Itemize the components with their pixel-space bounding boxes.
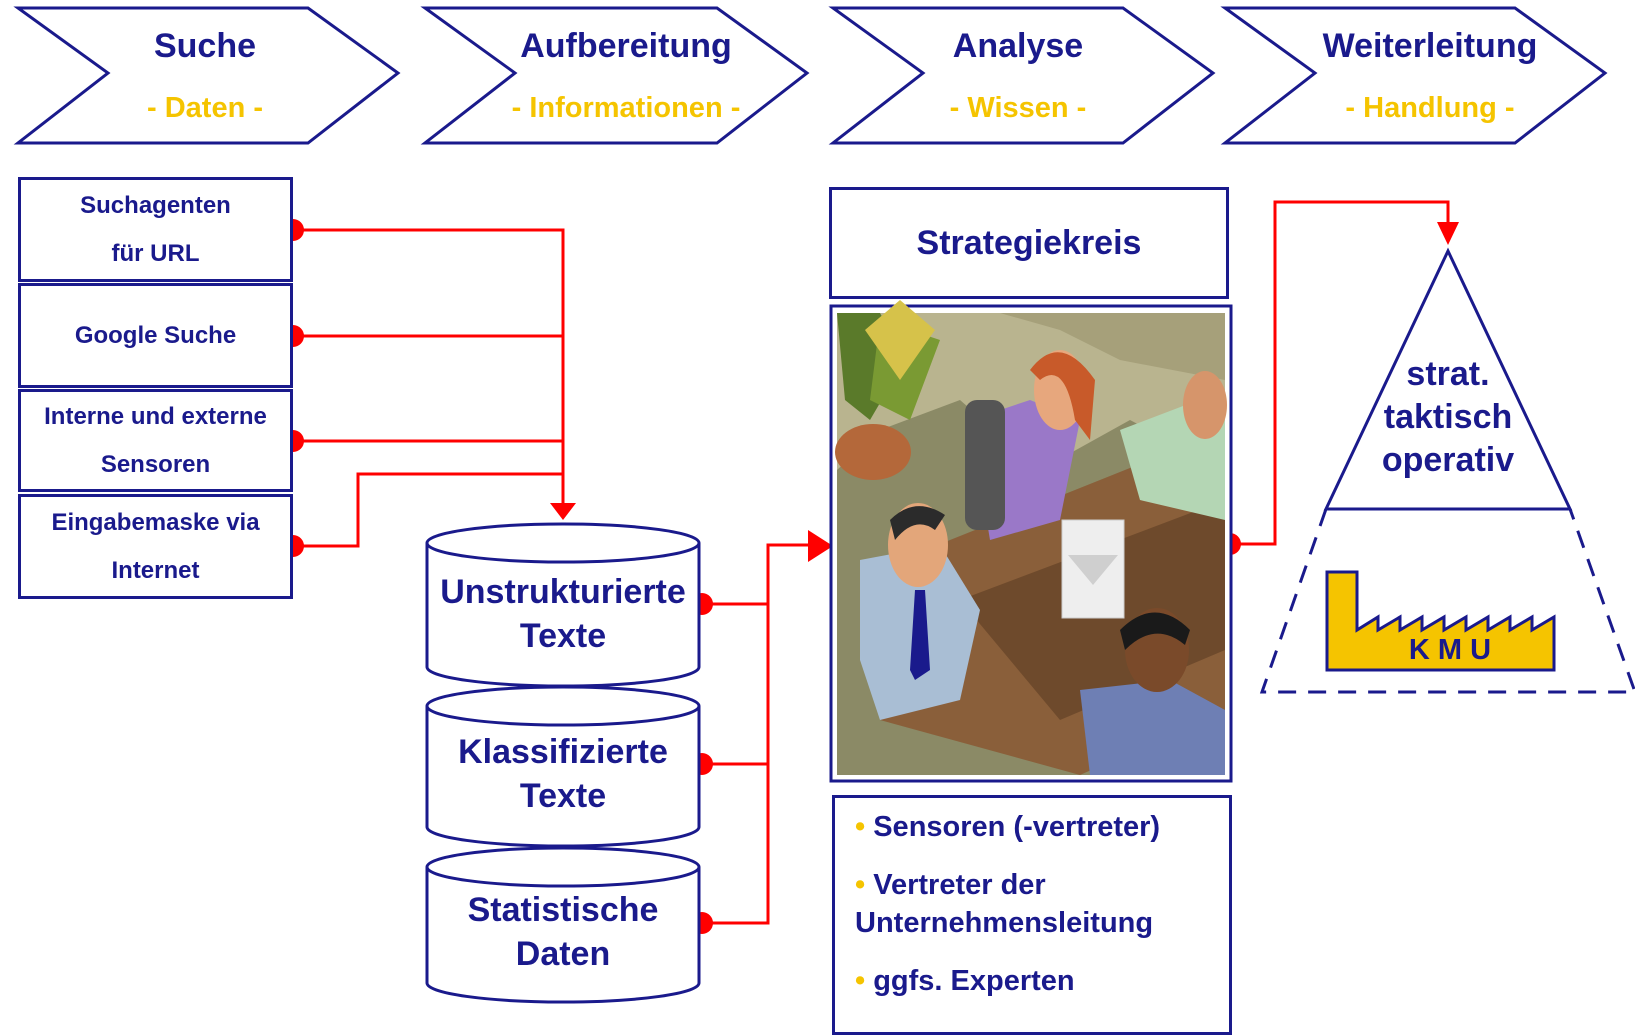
- pyramid-level: taktisch: [1383, 398, 1513, 436]
- database-label-line: Daten: [515, 935, 611, 973]
- connector-line: [702, 604, 770, 925]
- database-label-line: Unstrukturierte: [440, 573, 686, 611]
- pyramid-base-dashed: [1259, 508, 1635, 694]
- source-label: Google Suche: [74, 321, 237, 349]
- source-label: für URL: [111, 239, 200, 267]
- stage-title: Analyse: [952, 27, 1084, 65]
- source-label: Internet: [111, 556, 200, 584]
- database-label: Klassifizierte Texte: [418, 730, 708, 818]
- stage-chevron-suche: [13, 6, 401, 145]
- connector-line: [293, 228, 565, 505]
- source-label: Suchagenten: [80, 191, 231, 219]
- arrowhead: [550, 503, 576, 520]
- stage-chevron-weiterleitung: [1220, 6, 1608, 145]
- strategiekreis-box: Strategiekreis: [829, 187, 1229, 299]
- stage-subtitle: - Informationen -: [511, 92, 741, 124]
- stage-chevron-aufbereitung: [420, 6, 810, 145]
- database-label-line: Klassifizierte: [458, 733, 668, 771]
- pyramid-top: [1323, 247, 1573, 511]
- source-label: Sensoren: [100, 450, 211, 478]
- source-label: Interne und externe: [44, 402, 267, 430]
- pyramid-level: operativ: [1381, 441, 1515, 479]
- source-box-eingabemaske: Eingabemaske via Internet: [18, 494, 293, 599]
- pyramid-levels: strat. taktisch operativ: [1348, 353, 1548, 482]
- member-text: ggfs. Experten: [873, 965, 1075, 997]
- connector-line: [293, 472, 563, 548]
- bullet-dot: •: [855, 869, 866, 901]
- bullet-dot: •: [855, 965, 866, 997]
- source-box-suchagenten: Suchagenten für URL: [18, 177, 293, 282]
- stage-chevron-analyse: [828, 6, 1216, 145]
- database-statistische-daten: [425, 846, 701, 1004]
- stage-title: Weiterleitung: [1322, 27, 1538, 65]
- stage-subtitle: - Wissen -: [949, 92, 1087, 124]
- member-text: Sensoren (-vertreter): [873, 811, 1161, 843]
- strategiekreis-title: Strategiekreis: [916, 223, 1142, 262]
- strategy-members-list: • Sensoren (-vertreter) • Vertreter der …: [832, 795, 1232, 1035]
- member-text: Vertreter der Unternehmensleitung: [855, 869, 1154, 939]
- database-klassifizierte-texte: [425, 685, 701, 848]
- stage-title: Suche: [153, 27, 257, 65]
- bullet-dot: •: [855, 811, 866, 843]
- meeting-clipart: [835, 300, 1227, 775]
- member-item: • ggfs. Experten: [855, 962, 1209, 1000]
- member-item: • Sensoren (-vertreter): [855, 808, 1209, 846]
- factory-label: K M U: [1408, 634, 1492, 666]
- source-box-google: Google Suche: [18, 283, 293, 388]
- factory-icon: [1325, 570, 1556, 672]
- database-label-line: Statistische: [467, 891, 659, 929]
- connector-line: [702, 543, 810, 606]
- database-label-line: Texte: [519, 777, 607, 815]
- member-item: • Vertreter der Unternehmensleitung: [855, 866, 1209, 942]
- stage-subtitle: - Handlung -: [1345, 92, 1515, 124]
- source-label: Eingabemaske via: [51, 508, 260, 536]
- pyramid-level: strat.: [1406, 355, 1490, 393]
- database-label: Statistische Daten: [418, 888, 708, 976]
- database-label-line: Texte: [519, 617, 607, 655]
- stage-title: Aufbereitung: [520, 27, 732, 65]
- stage-subtitle: - Daten -: [147, 92, 263, 124]
- database-unstrukturierte-texte: [425, 522, 701, 688]
- arrowhead: [808, 530, 833, 562]
- connector-line: [1230, 200, 1450, 546]
- source-box-sensoren: Interne und externe Sensoren: [18, 389, 293, 492]
- arrowhead: [1437, 222, 1459, 245]
- database-label: Unstrukturierte Texte: [418, 570, 708, 658]
